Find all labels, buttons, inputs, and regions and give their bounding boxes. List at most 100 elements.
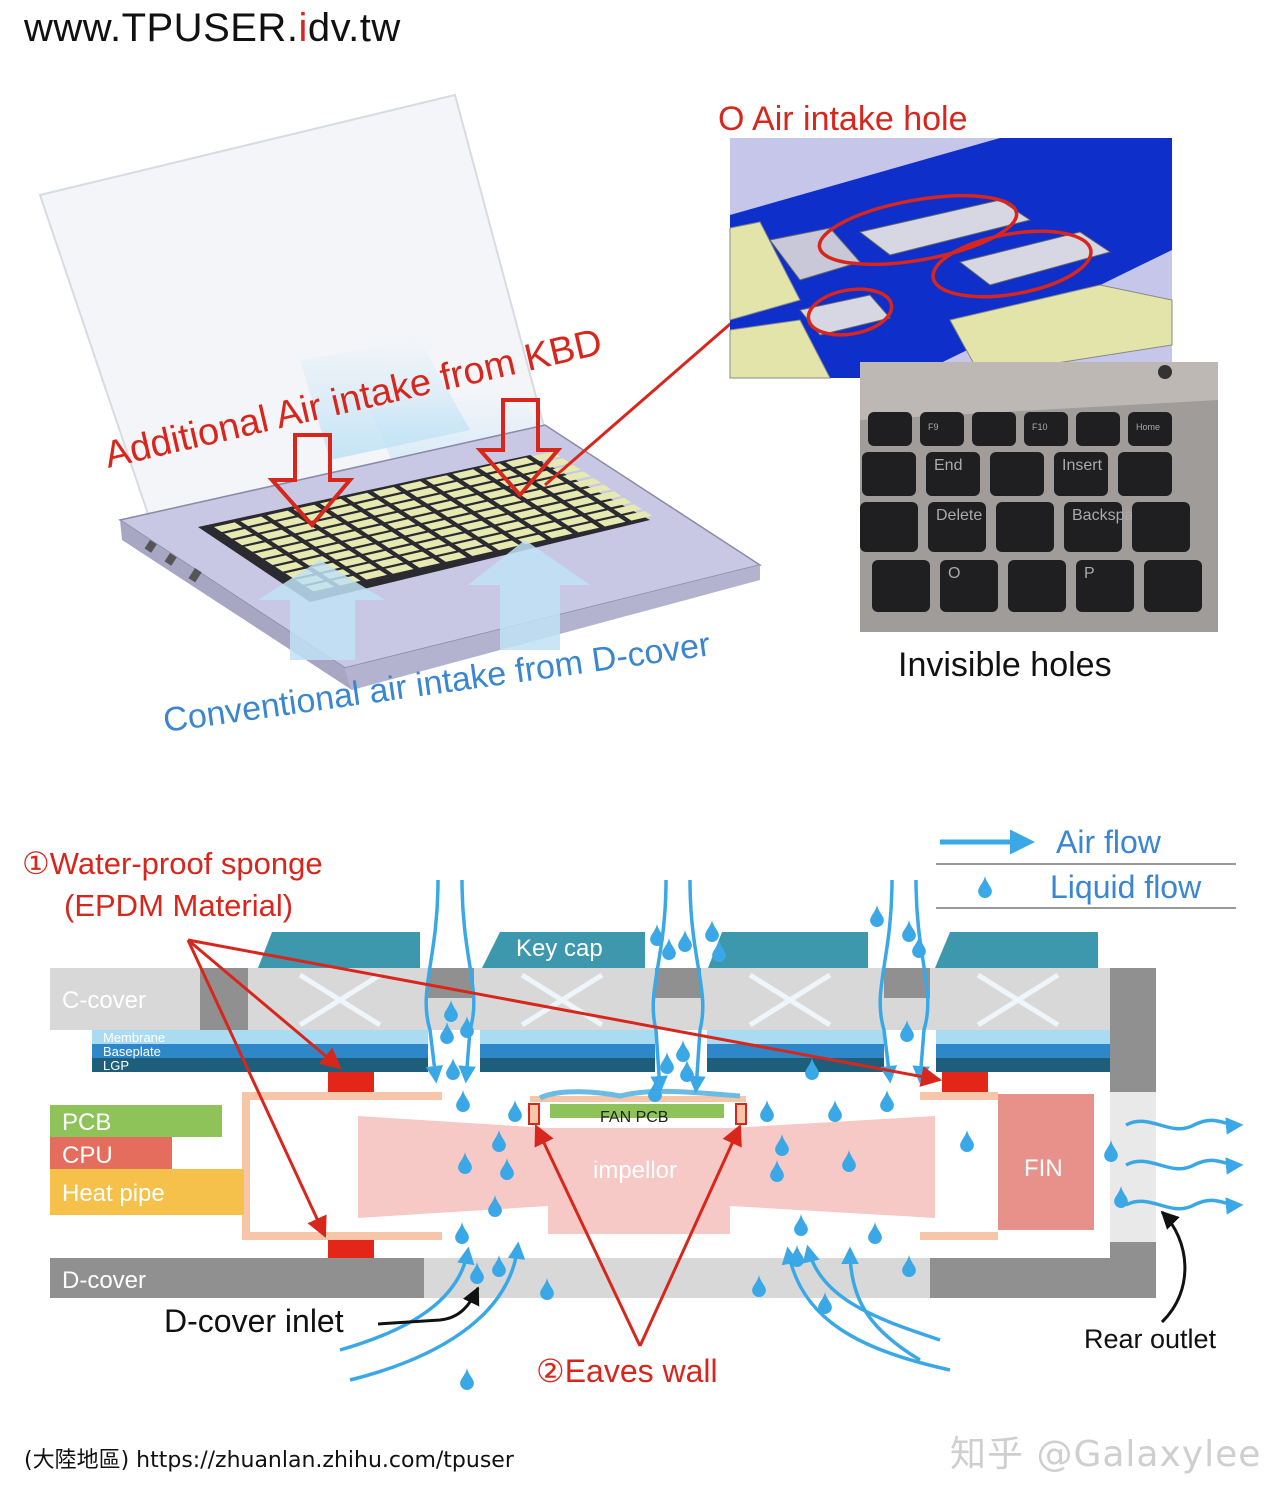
liquid-drop-icon bbox=[978, 876, 992, 898]
laptop-key bbox=[507, 528, 536, 538]
laptop-key bbox=[456, 495, 485, 505]
laptop-key bbox=[481, 533, 510, 544]
laptop-key bbox=[301, 556, 330, 566]
photo-key bbox=[862, 452, 916, 496]
heatpipe-label: Heat pipe bbox=[62, 1180, 165, 1207]
laptop-key bbox=[434, 526, 463, 537]
lgp-layer bbox=[92, 1058, 1110, 1072]
d-cover-left bbox=[50, 1258, 424, 1298]
liquid-drop bbox=[760, 1100, 774, 1122]
photo-key-legend: Home bbox=[1136, 422, 1160, 432]
laptop-key bbox=[487, 514, 516, 525]
laptop-key bbox=[576, 503, 606, 514]
d-cover-label: D-cover bbox=[62, 1267, 146, 1294]
laptop-key bbox=[419, 494, 449, 504]
liquid-drop bbox=[902, 920, 916, 942]
laptop-key bbox=[570, 522, 600, 533]
laptop-key bbox=[623, 511, 653, 521]
laptop-key bbox=[287, 523, 316, 534]
laptop-key bbox=[350, 518, 379, 529]
legend: Air flow Liquid flow bbox=[936, 824, 1236, 909]
photo-key bbox=[940, 560, 998, 612]
detail-keycap bbox=[729, 221, 801, 321]
photo-key bbox=[860, 502, 918, 552]
laptop-key bbox=[483, 489, 512, 499]
laptop-key bbox=[397, 525, 426, 536]
laptop-key bbox=[324, 524, 353, 535]
sponge-pointer-arrows bbox=[186, 938, 943, 1238]
laptop-key bbox=[391, 545, 420, 555]
laptop-key bbox=[401, 551, 430, 562]
laptop-key bbox=[454, 539, 483, 550]
detail-slot bbox=[858, 199, 1032, 256]
laptop-key bbox=[464, 546, 494, 556]
detail-frame bbox=[769, 227, 861, 281]
photo-camera-dot bbox=[1158, 365, 1172, 379]
photo-key-legend: F9 bbox=[928, 422, 939, 432]
laptop-key bbox=[403, 506, 432, 517]
laptop-key bbox=[250, 523, 279, 533]
laptop-key bbox=[393, 500, 422, 510]
laptop-key bbox=[556, 490, 585, 501]
photo-key bbox=[1064, 502, 1122, 552]
waterproof-sponge-top-left bbox=[328, 1072, 374, 1092]
laptop-key bbox=[348, 563, 377, 573]
liquid-drop bbox=[880, 1090, 894, 1112]
fan-pcb-label: FAN PCB bbox=[600, 1109, 668, 1126]
photo-key bbox=[1024, 412, 1068, 446]
laptop-key bbox=[462, 475, 491, 486]
laptop-key bbox=[254, 548, 284, 559]
laptop-key bbox=[436, 481, 465, 492]
photo-key bbox=[926, 452, 980, 496]
site-title: www.TPUSER.idv.tw bbox=[24, 6, 401, 51]
fin-block bbox=[998, 1094, 1094, 1230]
legend-air-flow: Air flow bbox=[1056, 824, 1162, 860]
laptop-key bbox=[530, 496, 559, 506]
impellor-hub bbox=[548, 1206, 730, 1234]
waterproof-sponge-bottom bbox=[328, 1240, 374, 1258]
laptop-key bbox=[265, 555, 294, 565]
photo-key bbox=[928, 502, 986, 552]
fin-label: FIN bbox=[1024, 1155, 1063, 1182]
laptop-key bbox=[371, 531, 400, 542]
laptop-key bbox=[428, 545, 457, 556]
watermark: 知乎 @Galaxylee bbox=[950, 1434, 1262, 1475]
laptop-key bbox=[493, 495, 522, 506]
cpu-label: CPU bbox=[62, 1142, 113, 1169]
photo-key bbox=[1144, 560, 1202, 612]
d-cover-inlet-pointer bbox=[377, 1286, 480, 1326]
laptop-key bbox=[358, 570, 388, 580]
photo-key bbox=[972, 412, 1016, 446]
laptop-key bbox=[460, 520, 489, 531]
laptop-key bbox=[472, 482, 502, 492]
laptop-key bbox=[334, 531, 363, 541]
laptop-key bbox=[450, 514, 479, 524]
laptop-key bbox=[271, 536, 300, 546]
laptop-key bbox=[446, 488, 475, 498]
detail-pointer-arrow bbox=[544, 303, 754, 487]
photo-key bbox=[920, 412, 964, 446]
photo-key bbox=[1008, 560, 1066, 612]
lgp-label: LGP bbox=[103, 1058, 129, 1073]
fan-housing bbox=[242, 1092, 998, 1240]
impellor-label: impellor bbox=[593, 1157, 677, 1184]
site-title-prefix: www.TPUSER. bbox=[24, 6, 299, 50]
laptop-key bbox=[330, 505, 359, 515]
d-cover-inlet-label: D-cover inlet bbox=[164, 1303, 344, 1339]
liquid-drop bbox=[790, 1245, 804, 1267]
laptop-key bbox=[313, 517, 343, 528]
laptop-key bbox=[307, 537, 337, 547]
membrane-label: Membrane bbox=[103, 1030, 165, 1045]
laptop-key bbox=[603, 497, 632, 508]
waterproof-sponge-top-right bbox=[942, 1072, 988, 1092]
photo-key-legend: Insert bbox=[1062, 457, 1103, 474]
kbd-intake-arrow-right bbox=[475, 398, 563, 499]
laptop-key bbox=[546, 483, 575, 494]
laptop-key bbox=[513, 508, 542, 519]
liquid-drop bbox=[870, 905, 884, 927]
laptop-key bbox=[438, 552, 467, 562]
intake-hole-detail bbox=[729, 138, 1173, 379]
laptop-key bbox=[613, 504, 642, 514]
